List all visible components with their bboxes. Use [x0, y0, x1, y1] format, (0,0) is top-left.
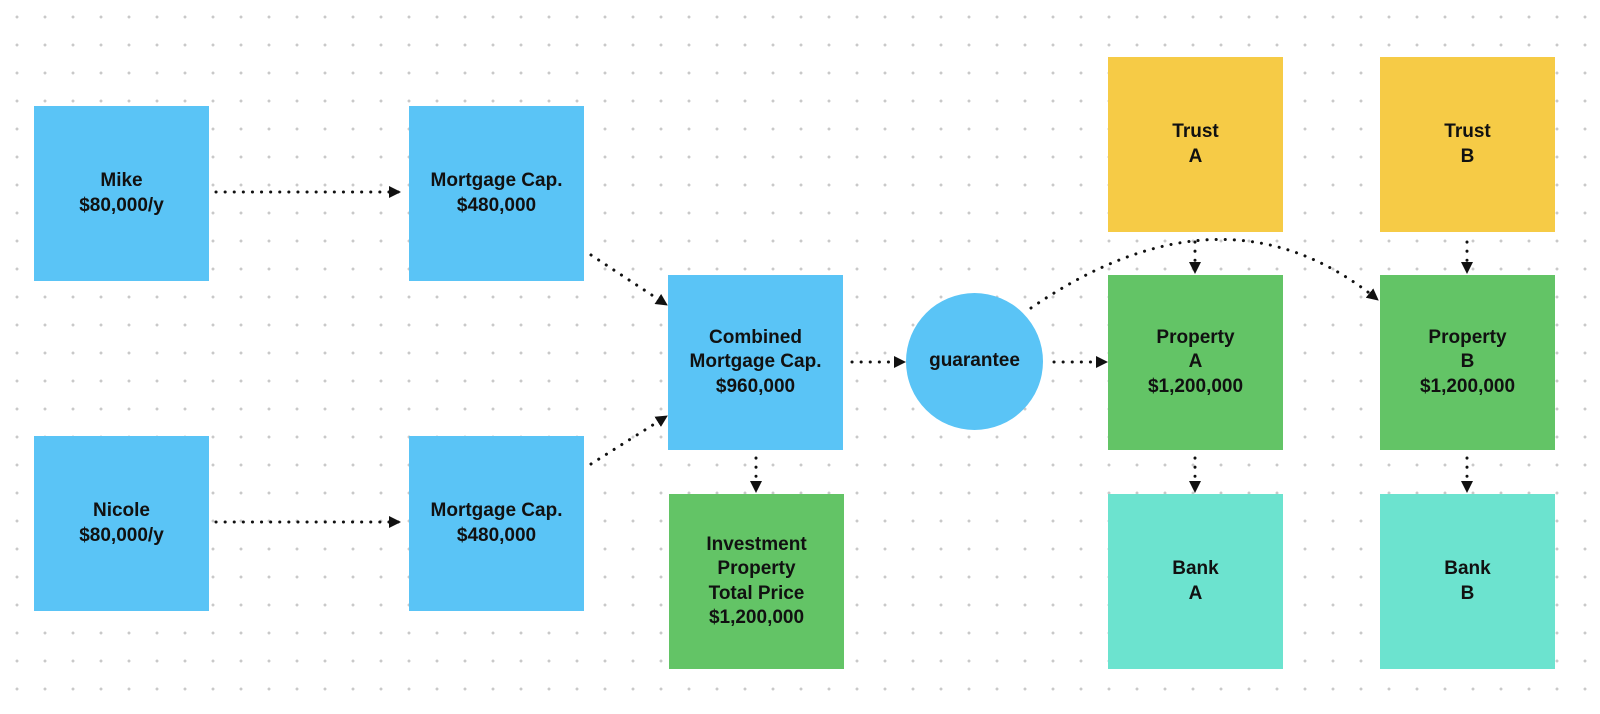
node-guarantee[interactable]: guarantee — [906, 293, 1043, 430]
edge-guarantee-to-property-b — [1029, 237, 1380, 310]
node-mortgage-mike-amount: $480,000 — [456, 194, 537, 216]
edge-mortgage-nicole-to-combined — [589, 414, 669, 466]
node-investment-line2: Property — [717, 558, 796, 579]
node-nicole-income: $80,000/y — [79, 524, 164, 546]
node-bank-b-line1: Bank — [1444, 558, 1491, 579]
node-nicole-name: Nicole — [92, 500, 151, 521]
node-trust-a-line2: A — [1188, 145, 1203, 167]
node-property-b-price: $1,200,000 — [1419, 375, 1516, 397]
node-bank-a-line1: Bank — [1172, 558, 1219, 579]
node-bank-a-line2: A — [1188, 582, 1203, 604]
edge-mortgage-mike-to-combined — [589, 253, 669, 307]
node-trust-b-line2: B — [1460, 145, 1475, 167]
node-mortgage-nicole-amount: $480,000 — [456, 524, 537, 546]
node-nicole[interactable]: Nicole $80,000/y — [34, 436, 209, 611]
node-combined-amount: $960,000 — [715, 375, 796, 397]
node-trust-a-line1: Trust — [1172, 121, 1219, 142]
node-bank-b[interactable]: Bank B — [1380, 494, 1555, 669]
node-mike-income: $80,000/y — [79, 194, 164, 216]
node-property-b[interactable]: Property B $1,200,000 — [1380, 275, 1555, 450]
node-mortgage-mike[interactable]: Mortgage Cap. $480,000 — [409, 106, 584, 281]
node-mortgage-nicole[interactable]: Mortgage Cap. $480,000 — [409, 436, 584, 611]
node-property-a-line2: A — [1188, 351, 1203, 373]
node-trust-b-line1: Trust — [1444, 121, 1491, 142]
node-guarantee-label: guarantee — [929, 350, 1020, 372]
node-investment-property[interactable]: Investment Property Total Price $1,200,0… — [669, 494, 844, 669]
node-combined-line2: Mortgage Cap. — [689, 351, 822, 373]
node-property-a[interactable]: Property A $1,200,000 — [1108, 275, 1283, 450]
node-investment-line1: Investment — [706, 533, 807, 555]
node-property-b-line1: Property — [1428, 326, 1507, 348]
node-investment-price: $1,200,000 — [708, 607, 805, 628]
node-combined-mortgage[interactable]: Combined Mortgage Cap. $960,000 — [668, 275, 843, 450]
node-investment-line3: Total Price — [708, 582, 805, 604]
node-property-a-price: $1,200,000 — [1147, 375, 1244, 397]
node-mike[interactable]: Mike $80,000/y — [34, 106, 209, 281]
node-mortgage-mike-label: Mortgage Cap. — [430, 170, 563, 191]
node-property-b-line2: B — [1460, 351, 1475, 373]
node-combined-line1: Combined — [709, 326, 802, 348]
node-trust-b[interactable]: Trust B — [1380, 57, 1555, 232]
node-property-a-line1: Property — [1156, 326, 1235, 348]
node-bank-b-line2: B — [1460, 582, 1475, 604]
node-mortgage-nicole-label: Mortgage Cap. — [430, 500, 563, 521]
node-trust-a[interactable]: Trust A — [1108, 57, 1283, 232]
node-bank-a[interactable]: Bank A — [1108, 494, 1283, 669]
node-mike-name: Mike — [100, 170, 143, 191]
